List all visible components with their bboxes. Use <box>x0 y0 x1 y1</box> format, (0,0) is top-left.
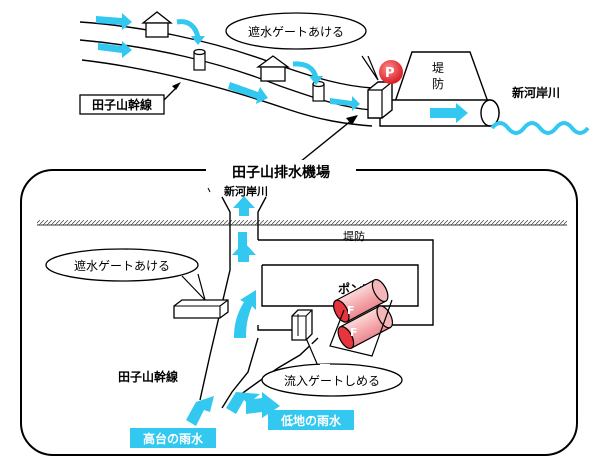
pipeline-label: 田子山幹線 <box>92 97 152 112</box>
drain-pipe-icon <box>193 48 206 71</box>
levee-label-2: 防 <box>432 76 444 91</box>
callout-gate-open: 遮水ゲートあける <box>225 12 379 81</box>
facility-pointer <box>299 119 353 163</box>
facility-diagram: 田子山排水機場 堤防 新河岸川 ポンプ F F <box>20 160 578 456</box>
river-wave <box>490 121 590 135</box>
pipeline-label-box <box>79 94 165 115</box>
roof-water-arrowhead <box>309 76 323 85</box>
pump-icon <box>379 60 403 84</box>
callout-gate-open-text: 遮水ゲートあける <box>248 24 344 39</box>
roof-water-arrow-icon <box>292 61 319 79</box>
rain-high-label: 高台の雨水 <box>143 431 204 446</box>
levee-hatch <box>37 220 567 225</box>
channel-upper-line <box>79 21 373 89</box>
callout-inflow-gate-text: 流入ゲートしめる <box>284 374 380 388</box>
roof-water-arrowhead <box>191 36 205 45</box>
roof-water-arrow-icon <box>176 19 201 39</box>
outlet-river-label: 新河岸川 <box>224 184 268 198</box>
water-shutoff-gate <box>173 299 229 319</box>
levee-label-1: 堤 <box>432 61 444 75</box>
pump-unit-1 <box>332 278 389 323</box>
house-icon <box>141 11 173 38</box>
gate-box <box>367 81 393 119</box>
pipeline-label-lower: 田子山幹線 <box>118 369 178 384</box>
top-diagram: 堤 防 P 新河岸川 遮水ゲートあける 田子山幹線 <box>79 11 590 163</box>
pump-unit-2-letter: F <box>350 326 358 339</box>
callout-inflow-gate-close: 流入ゲートしめる <box>261 337 403 397</box>
pipeline-pointer-head <box>172 82 181 90</box>
lower-channel-wall-3 <box>239 337 319 396</box>
river-name-label: 新河岸川 <box>512 85 560 100</box>
outlet-channel-right <box>257 196 267 240</box>
lower-channel-wall-2 <box>221 337 259 409</box>
pump-unit-2 <box>337 305 394 350</box>
callout-shutoff-gate-open: 遮水ゲートあける <box>45 248 206 301</box>
inflow-gate <box>291 309 313 341</box>
rain-low-label: 低地の雨水 <box>280 413 342 428</box>
rain-low-box <box>268 410 354 430</box>
lower-channel-wall <box>257 325 300 331</box>
levee-label: 堤防 <box>343 229 365 243</box>
channel-lower-line-2 <box>81 59 373 127</box>
facility-pointer-head <box>346 115 358 125</box>
house-icon <box>256 55 290 82</box>
inner-pump-room-wall <box>261 264 419 307</box>
rain-high-box <box>130 428 216 448</box>
pump-unit-1-letter: F <box>347 304 355 317</box>
outlet-channel-left <box>221 196 231 250</box>
main-channel-right-wall <box>258 239 434 326</box>
pump-outline <box>329 299 393 357</box>
drain-pipe-icon <box>312 80 325 102</box>
pump-icon-letter: P <box>385 66 395 81</box>
facility-title: 田子山排水機場 <box>232 164 330 181</box>
water-flow-arrows <box>96 13 360 111</box>
outlet-flow-arrow <box>430 103 468 123</box>
callout-shutoff-gate-text: 遮水ゲートあける <box>74 258 170 273</box>
